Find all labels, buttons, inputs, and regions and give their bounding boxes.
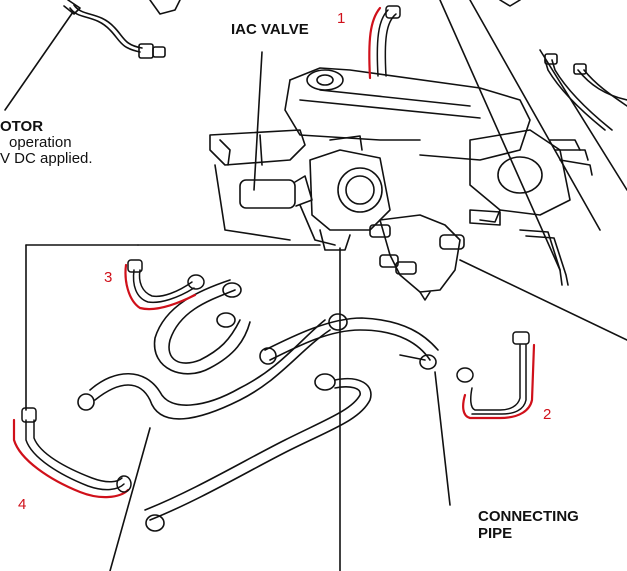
motor-label: OTOR (0, 118, 44, 135)
connecting-pipe-label-line1: CONNECTING (478, 508, 579, 525)
iac-valve-label: IAC VALVE (231, 21, 309, 38)
iac-valve-assembly (239, 135, 391, 251)
top-fitting (149, 0, 181, 15)
highlighted-hoses (12, 6, 536, 499)
hose-number-2: 2 (543, 406, 552, 423)
top-clip (499, 0, 521, 7)
hose-1-highlight (368, 6, 382, 80)
distributor (469, 129, 593, 223)
plug-wires (519, 53, 627, 286)
hose-2-highlight (462, 343, 536, 420)
sensor-connector (63, 0, 166, 59)
hose-number-3: 3 (104, 269, 113, 286)
dc-applied-label: V DC applied. (0, 150, 93, 167)
lower-hoses (77, 279, 439, 532)
hose-number-1: 1 (337, 10, 346, 27)
engine-block (209, 67, 531, 241)
operation-label: operation (9, 134, 72, 151)
hose-4-highlight (12, 418, 130, 499)
coolant-fittings (369, 209, 501, 301)
leader-lines (4, 0, 627, 571)
hose-3-highlight (124, 263, 197, 311)
numbered-hoses (21, 5, 530, 493)
connecting-pipe-label-line2: PIPE (478, 525, 513, 542)
hose-number-4: 4 (18, 496, 27, 513)
